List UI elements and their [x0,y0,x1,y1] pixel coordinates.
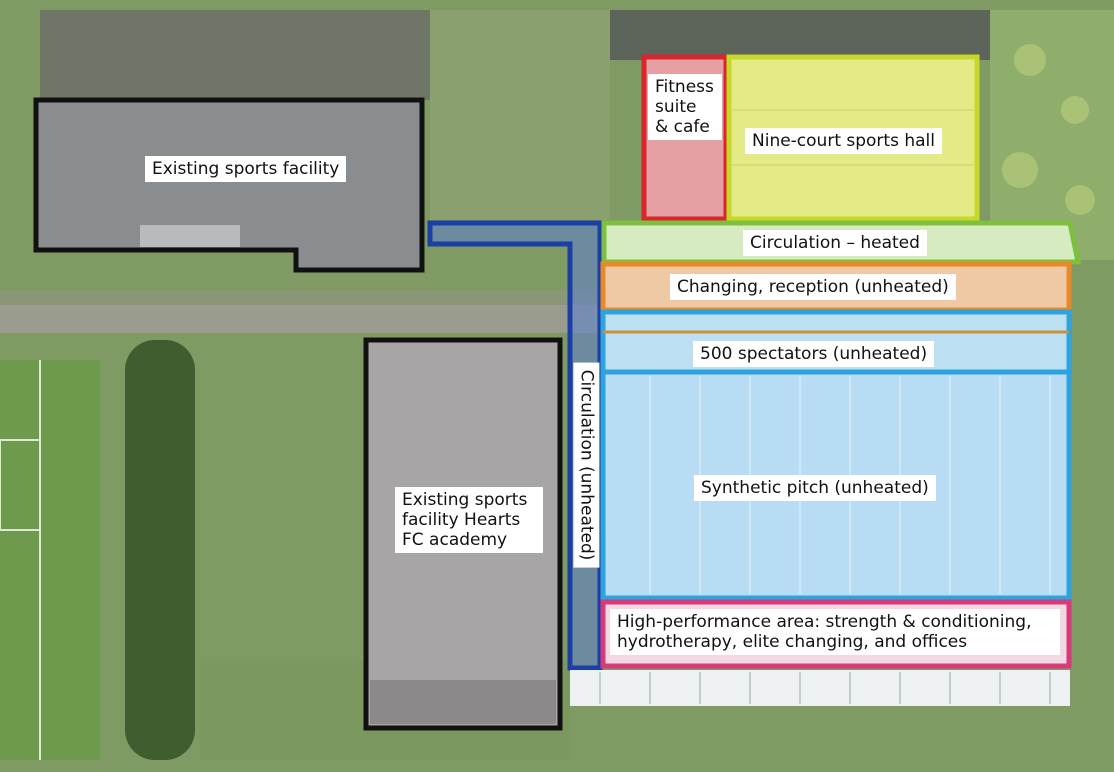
pitch-label: Synthetic pitch (unheated) [694,475,936,502]
road-edge [0,290,600,305]
changing-label: Changing, reception (unheated) [670,274,956,301]
top-asphalt [40,10,430,100]
hearts-building-roof-band [370,680,556,724]
high-performance-label: High-performance area: strength & condit… [610,609,1060,656]
top-roof-strip [610,10,990,60]
spectators-label: 500 spectators (unheated) [693,341,935,368]
right-parkland [990,10,1114,260]
tree [1065,185,1095,215]
existing-facility-label: Existing sports facility [145,156,347,183]
circulation-unheated-zone [427,220,603,671]
hearts-label: Existing sports facility Hearts FC acade… [395,487,543,554]
tree [1061,96,1089,124]
tree-belt [125,340,195,760]
canopy-edge [570,670,1070,706]
tree [1002,152,1038,188]
football-pitch [0,360,100,760]
pitch-box [0,439,41,531]
circulation-heated-label: Circulation – heated [743,230,927,257]
circulation-unheated-label: Circulation (unheated) [573,362,600,568]
top-grass-strip [430,10,610,220]
road [0,305,600,333]
pitch-zone [600,369,1072,601]
tree [1014,44,1046,76]
sports-hall-label: Nine-court sports hall [745,128,942,155]
existing-facility-building [33,97,425,273]
existing-facility-roof-light [140,225,240,247]
fitness-label: Fitness suite & cafe [648,74,722,141]
